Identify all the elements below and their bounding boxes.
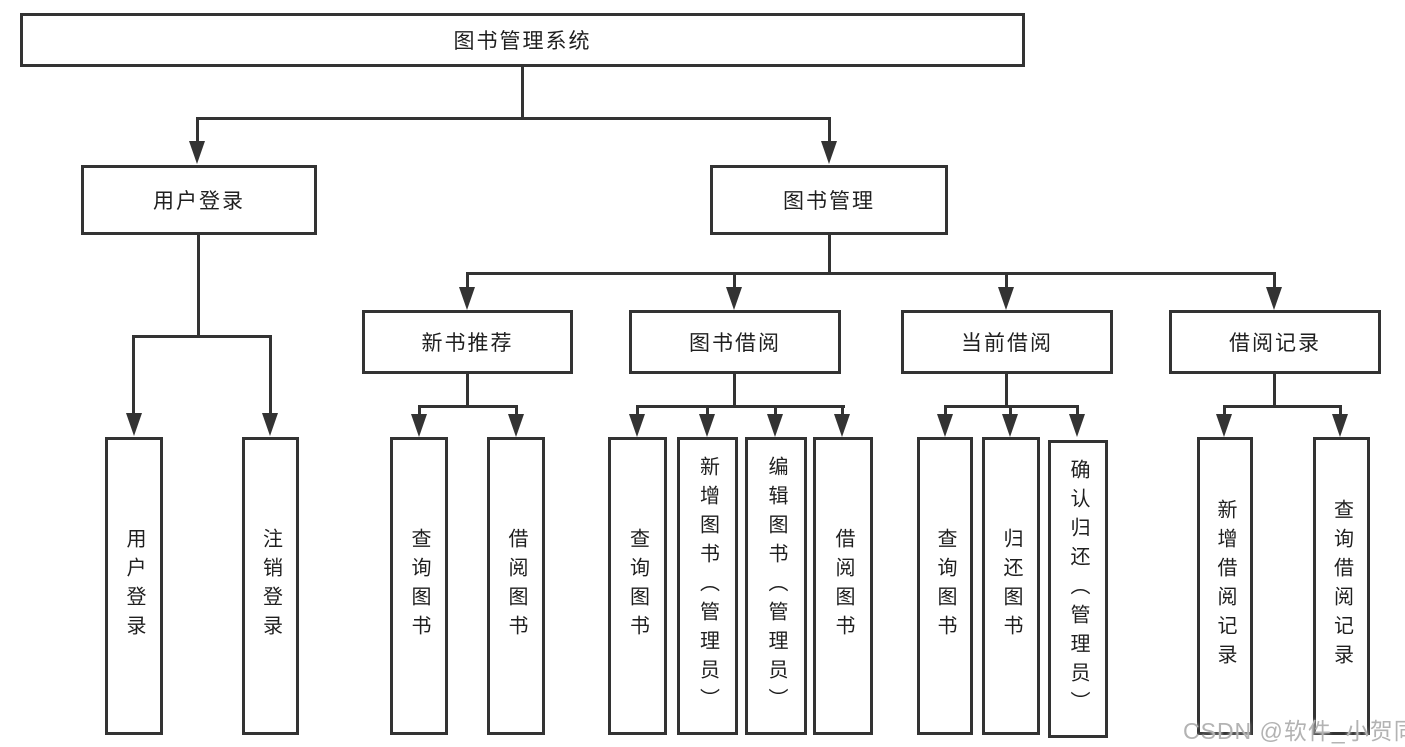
arrowhead-bb-borrow (834, 414, 850, 437)
csdn-watermark: CSDN @软件_小贺同学 (1183, 718, 1405, 744)
connector-borrow-record-stem (1273, 374, 1276, 405)
node-cb-query-book: 查询图书 (917, 437, 973, 735)
node-logout: 注销登录 (242, 437, 299, 735)
connector-drop-book-borrow (733, 272, 736, 290)
node-bb-add-book: 新增图书（管理员） (677, 437, 738, 735)
node-br-add-record: 新增借阅记录 (1197, 437, 1253, 735)
connector-user-login-stem (197, 235, 200, 335)
arrowhead-cb-confirm (1069, 414, 1085, 437)
connector-drop-login (132, 335, 135, 415)
connector-root-stem (521, 67, 524, 117)
arrowhead-rec-borrow (508, 414, 524, 437)
node-user-login-label: 用户登录 (153, 190, 245, 213)
node-book-borrow: 图书借阅 (629, 310, 841, 374)
connector-drop-book-mgmt (828, 117, 831, 145)
connector-drop-bb-edit (774, 405, 777, 417)
node-rec-query-book: 查询图书 (390, 437, 448, 735)
node-login: 用户登录 (105, 437, 163, 735)
node-rec-borrow-book-label: 借阅图书 (505, 528, 527, 644)
node-rec-borrow-book: 借阅图书 (487, 437, 545, 735)
arrowhead-new-book-rec (459, 287, 475, 310)
node-bb-edit-book: 编辑图书（管理员） (745, 437, 807, 735)
connector-borrow-record-branch (1223, 405, 1341, 408)
node-bb-borrow-book-label: 借阅图书 (832, 528, 854, 644)
connector-drop-user-login (196, 117, 199, 145)
arrowhead-br-query (1332, 414, 1348, 437)
node-book-borrow-label: 图书借阅 (689, 332, 781, 355)
arrowhead-br-add (1216, 414, 1232, 437)
connector-drop-borrow-record (1273, 272, 1276, 290)
connector-drop-logout (269, 335, 272, 415)
connector-root-branch (196, 117, 831, 120)
connector-drop-bb-query (636, 405, 639, 417)
connector-drop-current-borrow (1005, 272, 1008, 290)
node-current-borrow: 当前借阅 (901, 310, 1113, 374)
connector-book-borrow-stem (733, 374, 736, 405)
node-cb-return-book-label: 归还图书 (1000, 528, 1022, 644)
node-user-login: 用户登录 (81, 165, 317, 235)
node-bb-borrow-book: 借阅图书 (813, 437, 873, 735)
node-logout-label: 注销登录 (259, 528, 282, 644)
node-new-book-rec: 新书推荐 (362, 310, 573, 374)
arrowhead-current-borrow (998, 287, 1014, 310)
connector-drop-bb-borrow (841, 405, 844, 417)
node-bb-query-book: 查询图书 (608, 437, 667, 735)
connector-drop-rec-borrow (515, 405, 518, 417)
node-book-mgmt-label: 图书管理 (783, 190, 875, 213)
connector-drop-br-add (1223, 405, 1226, 417)
node-bb-add-book-label: 新增图书（管理员） (696, 455, 719, 717)
connector-book-borrow-branch (636, 405, 845, 408)
node-br-query-record-label: 查询借阅记录 (1330, 499, 1353, 673)
arrowhead-rec-query (411, 414, 427, 437)
connector-drop-cb-confirm (1076, 405, 1079, 417)
node-root: 图书管理系统 (20, 13, 1025, 67)
arrowhead-logout (262, 413, 278, 436)
connector-drop-rec-query (418, 405, 421, 417)
node-rec-query-book-label: 查询图书 (408, 528, 430, 644)
node-cb-confirm-return: 确认归还（管理员） (1048, 440, 1108, 738)
arrowhead-bb-add (699, 414, 715, 437)
arrowhead-bb-query (629, 414, 645, 437)
node-borrow-record-label: 借阅记录 (1229, 332, 1321, 355)
node-br-query-record: 查询借阅记录 (1313, 437, 1370, 735)
connector-drop-bb-add (706, 405, 709, 417)
node-bb-query-book-label: 查询图书 (626, 528, 649, 644)
node-new-book-rec-label: 新书推荐 (421, 332, 514, 355)
connector-user-login-branch (132, 335, 272, 338)
connector-book-mgmt-branch (466, 272, 1276, 275)
node-login-label: 用户登录 (123, 528, 145, 644)
connector-new-book-rec-branch (418, 405, 518, 408)
arrowhead-login (126, 413, 142, 436)
arrowhead-book-mgmt (821, 141, 837, 164)
connector-drop-cb-return (1009, 405, 1012, 417)
node-bb-edit-book-label: 编辑图书（管理员） (765, 455, 787, 717)
node-current-borrow-label: 当前借阅 (961, 332, 1053, 355)
arrowhead-cb-return (1002, 414, 1018, 437)
connector-drop-new-book-rec (466, 272, 469, 290)
node-cb-query-book-label: 查询图书 (934, 528, 956, 644)
connector-drop-br-query (1339, 405, 1342, 417)
node-cb-confirm-return-label: 确认归还（管理员） (1067, 458, 1089, 720)
connector-book-mgmt-stem (828, 235, 831, 272)
arrowhead-bb-edit (767, 414, 783, 437)
node-cb-return-book: 归还图书 (982, 437, 1040, 735)
arrowhead-book-borrow (726, 287, 742, 310)
arrowhead-borrow-record (1266, 287, 1282, 310)
arrowhead-user-login (189, 141, 205, 164)
connector-current-borrow-stem (1005, 374, 1008, 405)
node-root-label: 图书管理系统 (453, 30, 592, 53)
arrowhead-cb-query (937, 414, 953, 437)
node-borrow-record: 借阅记录 (1169, 310, 1381, 374)
connector-drop-cb-query (944, 405, 947, 417)
node-book-mgmt: 图书管理 (710, 165, 948, 235)
node-br-add-record-label: 新增借阅记录 (1214, 499, 1236, 673)
connector-new-book-rec-stem (466, 374, 469, 405)
